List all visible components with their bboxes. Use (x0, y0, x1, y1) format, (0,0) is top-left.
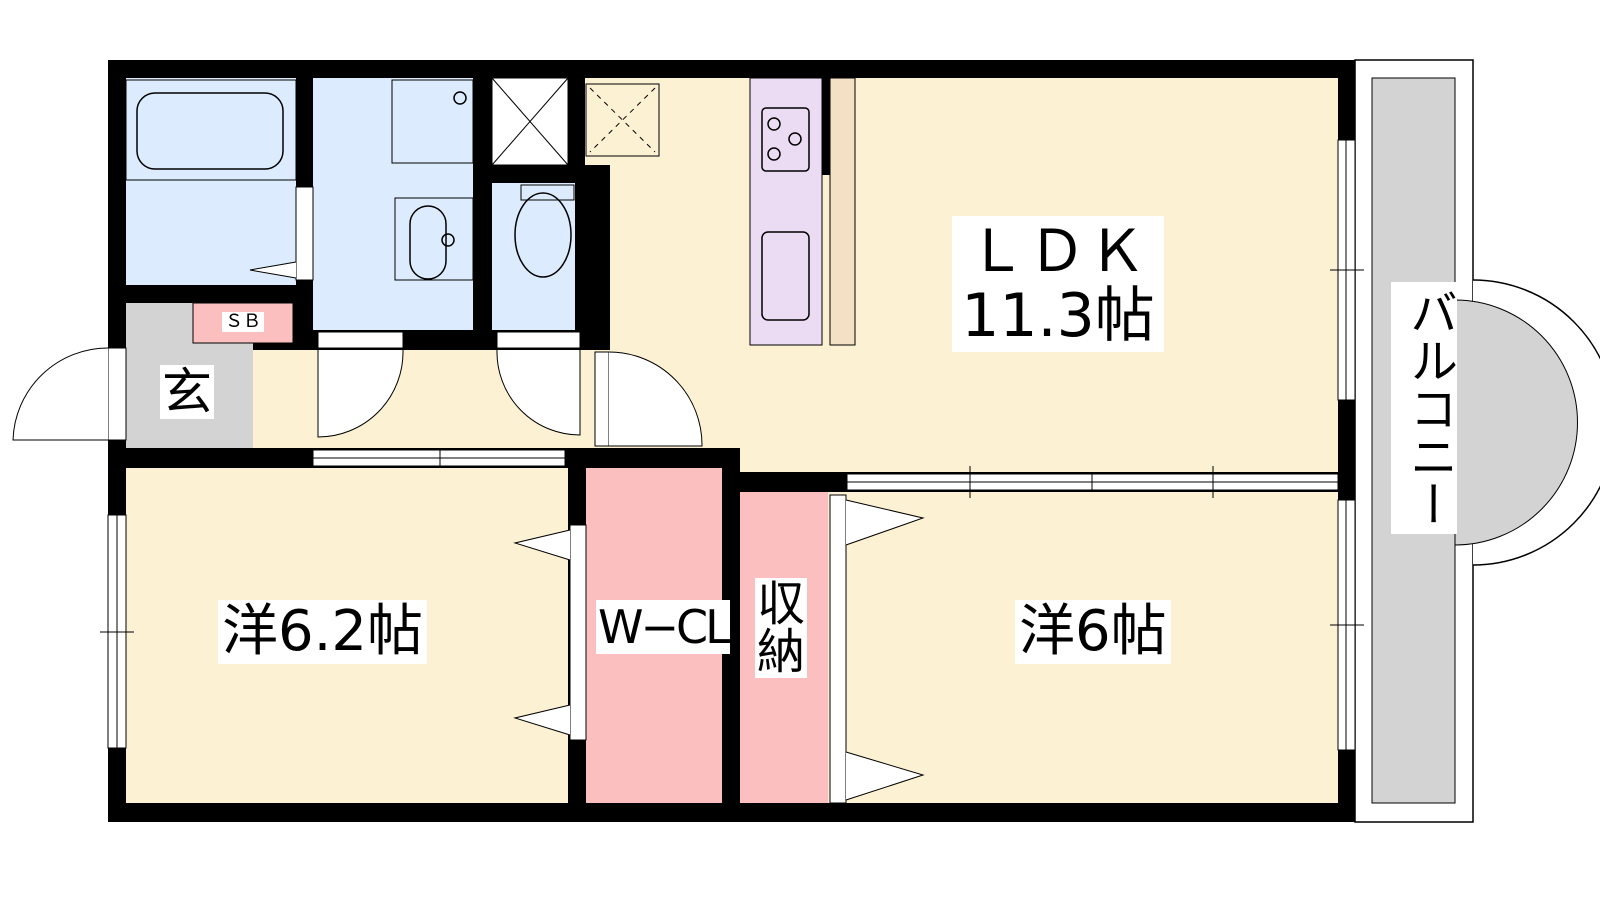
bathtub-icon (125, 79, 297, 181)
ldk-size: 11.3帖 (961, 281, 1155, 351)
ldk-name: ＬＤＫ (967, 217, 1148, 285)
washing-machine-icon (391, 79, 474, 164)
bathroom (126, 78, 296, 285)
walk-in-closet-label: W−CL (596, 600, 731, 654)
storage-label-line1: 収 (757, 576, 806, 632)
sink-icon (394, 197, 474, 281)
entrance-label: 玄 (160, 363, 214, 421)
fixtures (125, 77, 856, 346)
kitchen-sink-icon (761, 231, 810, 321)
balcony-label: バルコニー (1391, 282, 1457, 534)
stove-icon (761, 107, 810, 172)
western-right-label: 洋6帖 (1015, 600, 1171, 664)
washroom (313, 78, 473, 330)
shoe-box-label: ＳＢ (222, 312, 264, 332)
storage-label: 収 納 (755, 576, 808, 680)
ldk-label: ＬＤＫ 11.3帖 (952, 216, 1164, 352)
western-left-label: 洋6.2帖 (218, 600, 428, 664)
kitchen-counter (749, 77, 823, 346)
toilet-room (492, 183, 575, 330)
toilet-icon (520, 184, 575, 201)
doors-windows (12, 139, 1364, 804)
storage-label-line2: 納 (757, 624, 806, 680)
